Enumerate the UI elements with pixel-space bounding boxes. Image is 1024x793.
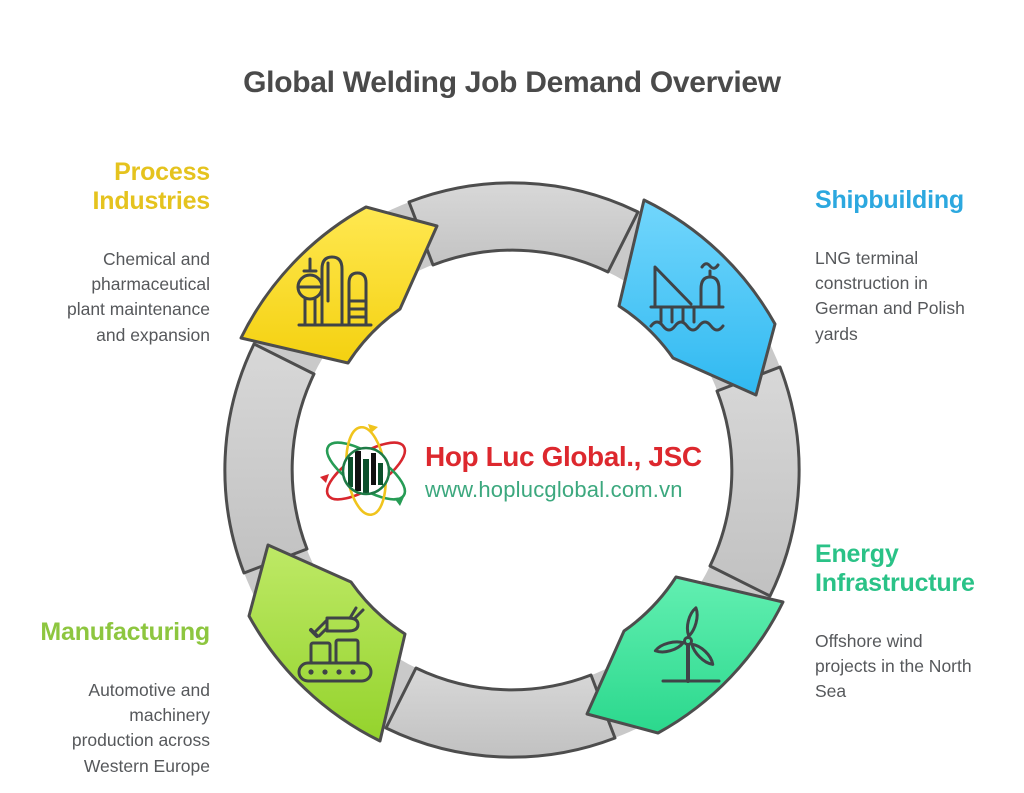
ribbon-process-industries <box>239 205 439 365</box>
ribbon-shipbuilding <box>617 198 777 397</box>
brand-name: Hop Luc Global., JSC <box>425 441 702 472</box>
segment-body-energy-infrastructure: Offshore wind projects in the North Sea <box>815 631 972 702</box>
page-title: Global Welding Job Demand Overview <box>243 66 781 99</box>
segment-block-process-industries: Process Industries Chemical and pharmace… <box>0 140 210 366</box>
segment-heading-process-industries: Process Industries <box>92 158 211 215</box>
ring-arc-bottom <box>384 666 617 759</box>
segment-body-shipbuilding: LNG terminal construction in German and … <box>815 248 965 344</box>
chemical-plant-icon <box>296 255 373 327</box>
segment-block-manufacturing: Manufacturing Automotive and machinery p… <box>0 600 210 793</box>
segment-body-process-industries: Chemical and pharmaceutical plant mainte… <box>66 249 210 345</box>
segment-block-energy-infrastructure: Energy Infrastructure Offshore wind proj… <box>815 522 1020 723</box>
company-logo-icon <box>320 424 407 517</box>
brand-website: www.hoplucglobal.com.vn <box>425 476 683 502</box>
segment-heading-energy-infrastructure: Energy Infrastructure <box>815 540 975 597</box>
shipyard-crane-icon <box>649 262 725 332</box>
segment-heading-manufacturing: Manufacturing <box>40 618 210 646</box>
ring-arc-left <box>223 342 316 575</box>
segment-body-manufacturing: Automotive and machinery production acro… <box>71 680 210 776</box>
center-brand-block: Hop Luc Global., JSC www.hoplucglobal.co… <box>425 441 715 502</box>
ribbon-energy-infrastructure <box>585 575 785 735</box>
segment-block-shipbuilding: Shipbuilding LNG terminal construction i… <box>815 168 1020 365</box>
segment-heading-shipbuilding: Shipbuilding <box>815 186 964 214</box>
factory-conveyor-icon <box>297 606 373 683</box>
ring-arc-right <box>708 365 801 598</box>
wind-turbine-icon <box>653 606 721 683</box>
ring-arc-top <box>407 181 640 274</box>
